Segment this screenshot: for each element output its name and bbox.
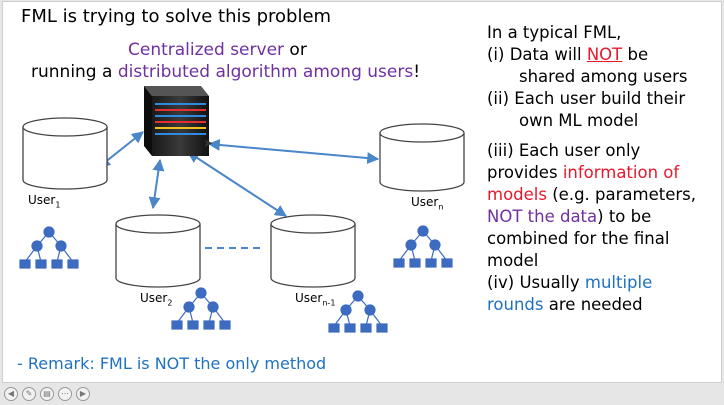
fml-diagram [19,86,465,333]
right-line-5: own ML model [519,111,639,130]
right-line-9: NOT the data) to be [487,206,651,228]
not-the-data-text: NOT the data [487,207,598,226]
right-line-13-suffix: are needed [543,295,643,314]
cylinder-user1 [22,117,108,190]
right-line-1: In a typical FML, [487,23,622,42]
cylinder-usern1 [270,214,356,288]
arrows-group [98,131,380,249]
label-user1: User1 [28,193,60,209]
right-line-8: models (e.g. parameters, [487,184,696,206]
right-line-8-suffix: (e.g. parameters, [546,185,696,204]
right-line-11: model [487,251,539,270]
usern-sub: n [438,202,444,212]
distributed-algorithm-text: distributed algorithm among users [117,62,414,82]
models-text: models [487,185,547,204]
right-line-6: (iii) Each user only [487,141,641,160]
right-line-7-prefix: provides [487,163,563,182]
server-icon [144,86,209,156]
user2-sub: 2 [167,298,173,308]
slide: FML is trying to solve this problem Cent… [2,1,722,383]
slide-menu-icon[interactable]: ▤ [40,387,54,401]
pen-icon[interactable]: ✎ [22,387,36,401]
subtitle-line-2: running a distributed algorithm among us… [31,62,420,82]
prev-arrow-icon[interactable]: ◀ [4,387,18,401]
usern-base: User [411,195,439,209]
subtitle-line-1: Centralized server or [128,40,307,60]
right-line-9-suffix: ) to be [597,207,652,226]
remark-text: - Remark: FML is NOT the only method [17,354,327,373]
arrow-server-user2 [148,158,165,210]
user1-sub: 1 [55,200,61,210]
tree-usern1 [328,290,388,333]
cylinder-usern [379,123,465,192]
right-line-13: rounds are needed [487,294,643,316]
not-emphasis: NOT [586,45,623,64]
right-line-12-prefix: (iv) Usually [487,273,585,292]
tree-user1 [19,226,79,269]
tree-user2 [171,287,231,330]
slide-title: FML is trying to solve this problem [21,6,332,27]
slide-nav-controls: ◀ ✎ ▤ ⋯ ▶ [4,386,90,402]
label-user2: User2 [140,291,172,307]
rounds-text: rounds [487,295,544,314]
label-usern: Usern [411,195,443,211]
exclamation-text: ! [413,62,421,82]
cursor-icon: ➤ [203,136,214,150]
or-text: or [284,40,307,60]
usern1-base: User [295,291,323,305]
next-arrow-icon[interactable]: ▶ [76,387,90,401]
more-options-icon[interactable]: ⋯ [58,387,72,401]
right-line-4: (ii) Each user build their [487,89,686,108]
user2-base: User [140,291,168,305]
label-usern1: Usern-1 [295,291,335,307]
right-line-2-prefix: (i) Data will [487,45,587,64]
user1-base: User [28,193,56,207]
information-of-text: information of [562,163,680,182]
running-a-text: running a [31,62,118,82]
right-line-7: provides information of [487,162,679,184]
right-line-10: combined for the final [487,229,670,248]
right-line-12: (iv) Usually multiple [487,272,652,294]
right-line-2: (i) Data will NOT be [487,44,648,66]
centralized-server-text: Centralized server [128,40,285,60]
right-line-2-suffix: be [622,45,649,64]
right-line-3: shared among users [519,67,688,86]
arrow-server-usern1 [186,151,288,217]
cylinder-user2 [115,214,201,288]
usern1-sub: n-1 [322,298,336,308]
multiple-text: multiple [584,273,653,292]
arrow-server-usern [207,138,380,165]
tree-usern [393,225,453,268]
